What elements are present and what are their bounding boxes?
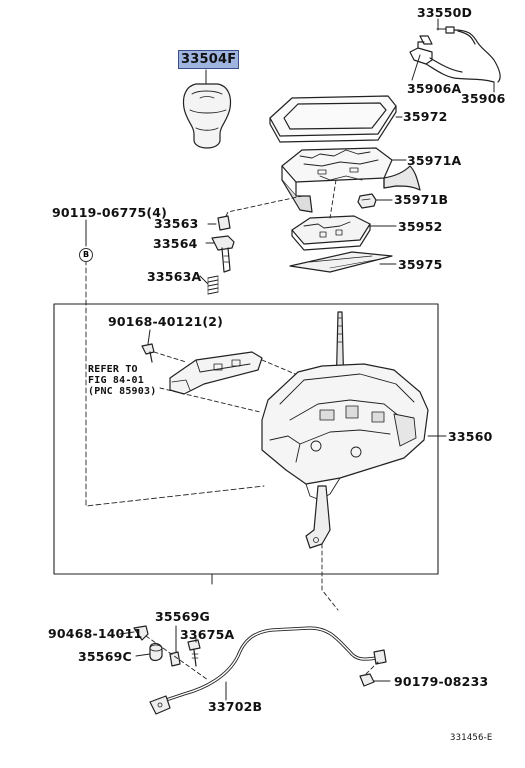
label-33504f[interactable]: 33504F xyxy=(178,50,240,69)
dash-align-2 xyxy=(329,179,337,219)
bezel-35972 xyxy=(269,95,397,143)
label-33563: 33563 xyxy=(154,216,199,231)
leader-35569c xyxy=(135,653,151,657)
label-90119: 90119-06775(4) xyxy=(52,205,168,220)
leader-35906a xyxy=(411,54,421,81)
label-35971a: 35971A xyxy=(407,153,462,168)
wire-harness-35906 xyxy=(409,26,501,83)
dash-line-b xyxy=(85,259,265,507)
refer-note-line1[interactable]: REFER TO xyxy=(88,364,138,375)
label-35569c: 35569C xyxy=(78,649,132,664)
label-35906a: 35906A xyxy=(407,81,462,96)
dash-clip xyxy=(145,635,209,681)
indicator-housing-35971a xyxy=(281,147,421,213)
button-33563 xyxy=(217,215,231,231)
label-35975: 35975 xyxy=(398,257,443,272)
label-35972: 35972 xyxy=(403,109,448,124)
shift-knob-icon xyxy=(182,83,232,149)
label-33550d: 33550D xyxy=(417,5,473,20)
dust-cover-35975 xyxy=(289,251,393,273)
label-35952: 35952 xyxy=(398,219,443,234)
label-35906: 35906 xyxy=(461,91,506,106)
label-33702b: 33702B xyxy=(208,699,263,714)
label-35971b: 35971B xyxy=(394,192,449,207)
bolt-33675a xyxy=(187,639,201,667)
dash-nut xyxy=(365,661,379,675)
dash-align-1 xyxy=(225,195,303,217)
leader-90468 xyxy=(119,631,135,635)
bolt-icon xyxy=(141,343,155,363)
shifter-assembly-33560 xyxy=(261,311,429,549)
dash-bracket xyxy=(261,359,301,377)
nut-90179 xyxy=(359,673,375,687)
switch-bracket xyxy=(169,351,263,395)
dash-bracket-2 xyxy=(159,387,261,413)
spring-icon xyxy=(207,275,219,295)
label-33563a: 33563A xyxy=(147,269,202,284)
bushing-35569c xyxy=(149,642,163,662)
label-90468: 90468-14011 xyxy=(48,626,143,641)
label-90179: 90179-08233 xyxy=(394,674,489,689)
rod-33564 xyxy=(211,235,235,273)
label-33564: 33564 xyxy=(153,236,198,251)
shift-cable-33702b xyxy=(149,626,387,715)
diagram-code: 331456-E xyxy=(450,733,493,743)
label-33560: 33560 xyxy=(448,429,493,444)
slide-plate-35952 xyxy=(291,215,371,251)
callout-b-icon: B xyxy=(79,248,93,262)
clip-icon xyxy=(357,193,377,209)
clip-90468 xyxy=(133,625,149,641)
leader-90168 xyxy=(147,329,151,345)
refer-note-line2[interactable]: FIG 84-01 xyxy=(88,375,144,386)
dash-arm-cable xyxy=(321,543,339,611)
label-90168: 90168-40121(2) xyxy=(108,314,224,329)
refer-note-line3[interactable]: (PNC 85903) xyxy=(88,386,157,397)
dash-90168 xyxy=(153,351,187,363)
pin-35569g xyxy=(169,651,181,667)
assembly-frame xyxy=(53,303,439,575)
label-33675a: 33675A xyxy=(180,627,235,642)
leader-33563a xyxy=(199,275,209,285)
label-35569g: 35569G xyxy=(155,609,210,624)
